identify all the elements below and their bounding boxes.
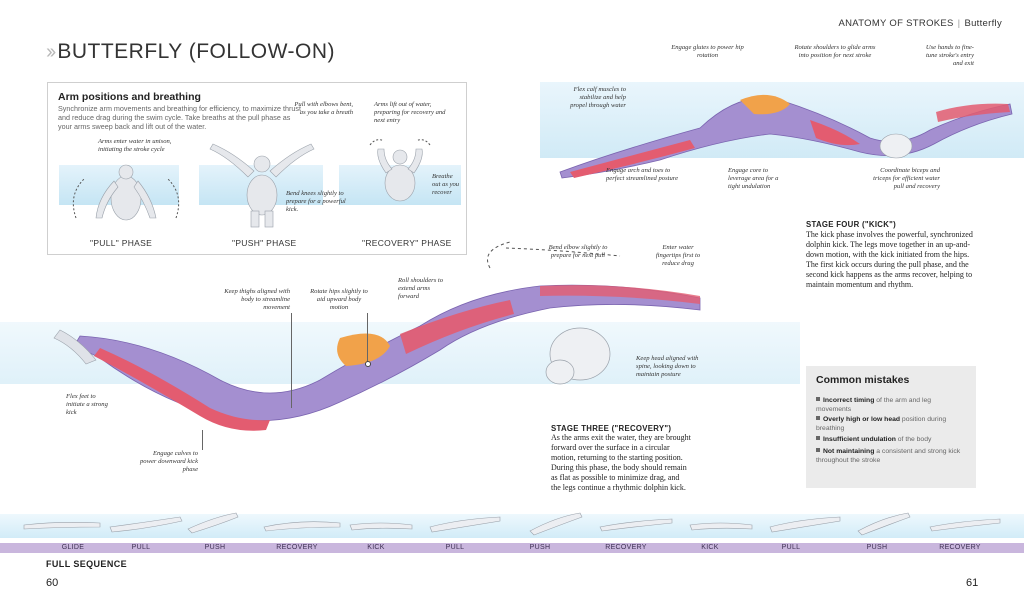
stage-four-body: The kick phase involves the powerful, sy… xyxy=(806,230,973,289)
note-keep-head: Keep head aligned with spine, looking do… xyxy=(636,355,699,378)
double-chevron-icon: ›› xyxy=(46,40,56,63)
mistake-rest: of the arm and leg movements xyxy=(816,397,932,413)
note-flex-calf: Flex calf muscles to stabilize and help … xyxy=(570,86,626,109)
sequence-swimmers xyxy=(23,512,1001,536)
sequence-step: GLIDE xyxy=(61,544,85,551)
leader-line xyxy=(291,313,292,408)
mistake-item: Not maintaining a consistent and strong … xyxy=(816,448,966,465)
note-rotate-shoulders: Rotate shoulders to glide arms into posi… xyxy=(794,44,876,59)
pull-phase-figure xyxy=(72,164,180,221)
bullet-square-icon xyxy=(816,436,820,440)
header-separator: | xyxy=(957,18,961,29)
leader-line xyxy=(367,313,368,363)
mistake-item: Overly high or low head position during … xyxy=(816,416,966,433)
arm-positions-panel: Arm positions and breathing Synchronize … xyxy=(47,82,467,255)
note-roll-shoulders: Roll shoulders to extend arms forward xyxy=(398,277,444,300)
note-keep-thighs: Keep thighs aligned with body to streaml… xyxy=(224,288,290,311)
stage-three-title: STAGE THREE ("RECOVERY") xyxy=(551,424,672,433)
panel-title: Arm positions and breathing xyxy=(58,91,201,103)
note-engage-core: Engage core to leverage area for a tight… xyxy=(728,167,779,190)
section-name: ANATOMY OF STROKES xyxy=(838,18,954,29)
page-number-right: 61 xyxy=(966,577,979,589)
top-swimmer-figure xyxy=(559,94,1013,179)
push-phase-figure xyxy=(209,143,315,228)
mistake-bold: Incorrect timing xyxy=(823,397,875,404)
note-engage-calves: Engage calves to power downward kick pha… xyxy=(140,450,198,473)
sequence-water-strip xyxy=(0,514,1024,538)
note-arms-lift: Arms lift out of water, preparing for re… xyxy=(374,101,446,124)
phase-label-pull: "PULL" PHASE xyxy=(90,238,153,248)
stroke-name: Butterfly xyxy=(964,18,1002,29)
title-block: ›› BUTTERFLY (FOLLOW-ON) xyxy=(46,40,335,64)
stage-four-title: STAGE FOUR ("KICK") xyxy=(806,220,897,229)
note-breathe-out: Breathe out as you recover xyxy=(432,173,460,196)
bullet-square-icon xyxy=(816,397,820,401)
note-coordinate-biceps: Coordinate biceps and triceps for effici… xyxy=(873,167,940,190)
leader-line xyxy=(202,430,203,450)
full-sequence-label: FULL SEQUENCE xyxy=(46,559,128,569)
page-number-left: 60 xyxy=(46,577,59,589)
note-arms-enter: Arms enter water in unison, initiating t… xyxy=(98,138,172,153)
note-engage-arch: Engage arch and toes to perfect streamli… xyxy=(606,167,679,182)
marker-dot xyxy=(365,361,371,367)
mistake-bold: Not maintaining xyxy=(823,448,875,455)
note-enter-water: Enter water fingertips first to reduce d… xyxy=(655,244,701,267)
note-rotate-hips: Rotate hips slightly to aid upward body … xyxy=(310,288,368,311)
note-bend-knees: Bend knees slightly to prepare for a pow… xyxy=(286,190,346,213)
note-flex-feet: Flex feet to initiate a strong kick xyxy=(66,393,108,416)
common-mistakes-box: Common mistakes Incorrect timing of the … xyxy=(806,366,976,488)
sequence-step: RECOVERY xyxy=(276,544,318,551)
running-header: ANATOMY OF STROKES|Butterfly xyxy=(838,18,1002,29)
sequence-step: RECOVERY xyxy=(605,544,647,551)
arm-phase-figures xyxy=(72,139,431,228)
sequence-bar xyxy=(0,543,1024,553)
note-use-hands: Use hands to fine-tune stroke's entry an… xyxy=(925,44,974,67)
note-pull-elbows: Pull with elbows bent, as you take a bre… xyxy=(294,101,353,116)
sequence-step: RECOVERY xyxy=(939,544,981,551)
mistake-rest: a consistent and strong kick throughout … xyxy=(816,448,961,464)
main-swimmer-figure xyxy=(53,241,701,431)
mistake-bold: Insufficient undulation xyxy=(823,436,896,443)
mistake-item: Incorrect timing of the arm and leg move… xyxy=(816,397,966,414)
mistake-rest: position during breathing xyxy=(816,416,947,432)
page-title: BUTTERFLY (FOLLOW-ON) xyxy=(57,40,336,63)
sequence-step: KICK xyxy=(701,544,719,551)
sequence-step: PUSH xyxy=(204,544,226,551)
phase-label-recovery: "RECOVERY" PHASE xyxy=(362,238,452,248)
sequence-step: PULL xyxy=(131,544,151,551)
stage-three-body: As the arms exit the water, they are bro… xyxy=(551,433,691,492)
bullet-square-icon xyxy=(816,416,820,420)
panel-description: Synchronize arm movements and breathing … xyxy=(58,104,302,131)
sequence-step: PULL xyxy=(781,544,801,551)
sequence-step: PUSH xyxy=(529,544,551,551)
sequence-steps: GLIDE PULL PUSH RECOVERY KICK PULL PUSH RECOVER… xyxy=(0,543,1024,553)
note-engage-glutes: Engage glutes to power hip rotation xyxy=(671,44,744,59)
note-bend-elbow: Bend elbow slightly to prepare for next … xyxy=(548,244,608,259)
recovery-phase-figure xyxy=(369,139,431,202)
mistake-item: Insufficient undulation of the body xyxy=(816,436,966,445)
mistake-bold: Overly high or low head xyxy=(823,416,901,423)
sequence-step: PULL xyxy=(445,544,465,551)
sequence-step: PUSH xyxy=(866,544,888,551)
phase-label-push: "PUSH" PHASE xyxy=(232,238,297,248)
mistake-rest: of the body xyxy=(895,436,932,443)
mistakes-title: Common mistakes xyxy=(816,374,910,386)
sequence-step: KICK xyxy=(367,544,385,551)
bullet-square-icon xyxy=(816,448,820,452)
